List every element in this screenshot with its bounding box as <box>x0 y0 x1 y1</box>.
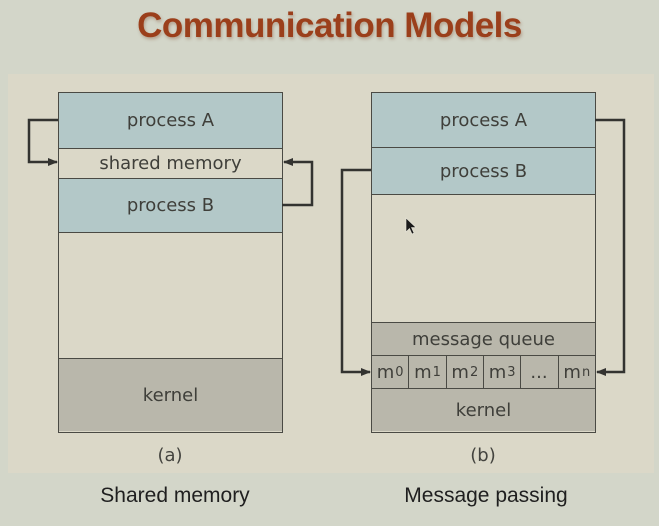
diagram-b-label: (b) <box>470 445 496 466</box>
process-b-block: process B <box>59 179 282 233</box>
shared-memory-caption: Shared memory <box>100 484 250 507</box>
shared-memory-diagram: process A shared memory process B kernel <box>58 92 283 433</box>
message-slot-ellipsis: ... <box>521 356 559 388</box>
shared-memory-block: shared memory <box>59 149 282 179</box>
arrow-process-b-to-shared-memory <box>282 158 314 207</box>
process-a-block: process A <box>372 93 595 148</box>
process-b-block: process B <box>372 148 595 195</box>
mouse-pointer-icon <box>405 217 417 235</box>
free-memory-block <box>59 233 282 359</box>
diagram-a-label: (a) <box>157 445 183 466</box>
slide-title: Communication Models <box>137 6 522 45</box>
arrow-process-a-to-shared-memory <box>27 118 58 166</box>
arrow-process-b-to-queue <box>340 168 371 376</box>
kernel-block: kernel <box>372 389 595 431</box>
kernel-block: kernel <box>59 359 282 431</box>
process-a-block: process A <box>59 93 282 149</box>
free-memory-block <box>372 195 595 323</box>
message-queue-header: message queue <box>372 323 595 356</box>
message-passing-caption: Message passing <box>404 484 568 507</box>
arrow-process-a-to-queue <box>595 118 626 376</box>
